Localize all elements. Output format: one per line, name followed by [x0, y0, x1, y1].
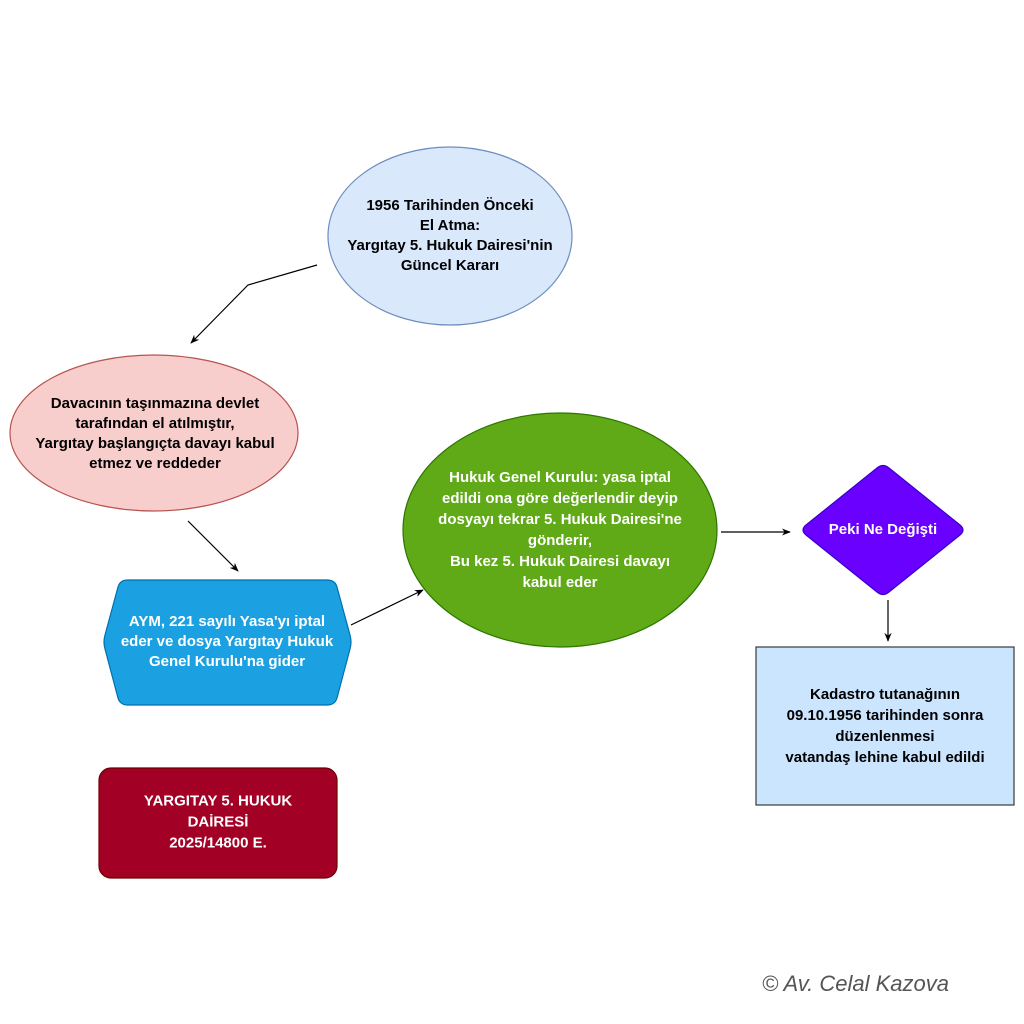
outcome-label-line: 09.10.1956 tarihinden sonra: [786, 707, 984, 724]
initial-rejection-label-line: etmez ve reddeder: [89, 455, 221, 472]
what-changed-label-line: Peki Ne Değişti: [828, 521, 938, 538]
aym-annulment-label-line: eder ve dosya Yargıtay Hukuk: [120, 633, 334, 650]
case-reference-label-line: DAİRESİ: [187, 813, 249, 831]
general-assembly-label-line: Hukuk Genel Kurulu: yasa iptal: [449, 469, 671, 486]
case-reference-label-line: YARGITAY 5. HUKUK: [143, 792, 293, 810]
initial-rejection-label: Davacının taşınmazına devlet tarafından …: [35, 394, 274, 474]
arrow-initial-rejection-to-aym: [187, 520, 239, 572]
initial-rejection-ellipse: [9, 354, 299, 512]
initial-rejection-label-line: Davacının taşınmazına devlet: [50, 395, 260, 412]
aym-annulment-hexagon: [103, 579, 352, 706]
initial-rejection-label-line: tarafından el atılmıştır,: [75, 415, 235, 432]
outcome-rectangle: [755, 646, 1015, 806]
arrow-origin-to-initial-rejection: [190, 264, 318, 344]
outcome-label-line: düzenlenmesi: [835, 728, 935, 745]
aym-annulment-label-line: Genel Kurulu'na gider: [148, 653, 306, 670]
what-changed-diamond: [802, 464, 964, 596]
origin-label-line: Güncel Kararı: [400, 257, 500, 274]
case-reference-label: YARGITAY 5. HUKUK DAİRESİ 2025/14800 E.: [144, 791, 292, 854]
case-reference-box: [98, 767, 338, 879]
initial-rejection-label-line: Yargıtay başlangıçta davayı kabul: [35, 435, 275, 452]
general-assembly-ellipse: [402, 412, 718, 648]
copyright-text: © Av. Celal Kazova: [762, 971, 949, 996]
origin-label-line: Yargıtay 5. Hukuk Dairesi'nin: [347, 237, 553, 254]
aym-annulment-label-line: AYM, 221 sayılı Yasa'yı iptal: [128, 613, 326, 630]
general-assembly-label-line: gönderir,: [527, 532, 593, 549]
case-reference-label-line: 2025/14800 E.: [169, 834, 267, 852]
general-assembly-label-line: Bu kez 5. Hukuk Dairesi davayı: [449, 553, 671, 570]
arrow-aym-to-general-assembly: [350, 589, 424, 626]
origin-label: 1956 Tarihinden Önceki El Atma: Yargıtay…: [347, 196, 552, 276]
general-assembly-label-line: edildi ona göre değerlendir deyip: [442, 490, 678, 507]
what-changed-label: Peki Ne Değişti: [829, 520, 937, 540]
outcome-label-line: vatandaş lehine kabul edildi: [785, 749, 985, 766]
origin-ellipse: [327, 146, 573, 326]
outcome-label: Kadastro tutanağının 09.10.1956 tarihind…: [785, 684, 984, 768]
outcome-label-line: Kadastro tutanağının: [809, 686, 961, 703]
origin-label-line: 1956 Tarihinden Önceki: [366, 197, 534, 214]
aym-annulment-label: AYM, 221 sayılı Yasa'yı iptal eder ve do…: [121, 612, 333, 672]
general-assembly-label: Hukuk Genel Kurulu: yasa iptal edildi on…: [438, 467, 682, 593]
general-assembly-label-line: dosyayı tekrar 5. Hukuk Dairesi'ne: [438, 511, 682, 528]
origin-label-line: El Atma:: [419, 217, 481, 234]
general-assembly-label-line: kabul eder: [522, 574, 598, 591]
